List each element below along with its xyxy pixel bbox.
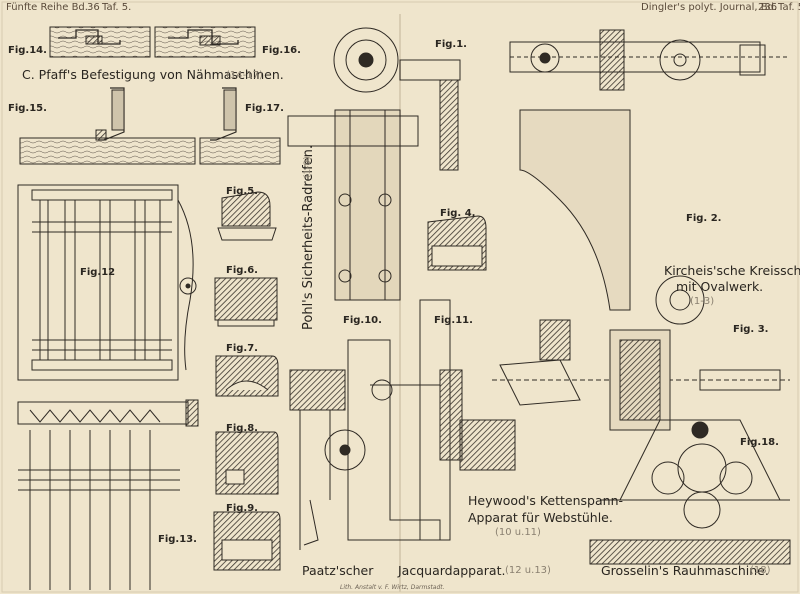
fig4-label: Fig. 4. [440, 208, 476, 219]
fig8-label: Fig.8. [226, 423, 258, 434]
fig18-label: Fig.18. [740, 437, 779, 448]
fig17-drawing [199, 87, 281, 165]
journal-label: Dingler's polyt. Journal, Bd. [641, 2, 778, 13]
grosselin-title: Grosselin's Rauhmaschine. [601, 563, 769, 578]
fig15-label: Fig.15. [8, 103, 47, 114]
fig6-drawing [214, 277, 278, 327]
fig15-drawing [19, 87, 196, 165]
fig6-label: Fig.6. [226, 265, 258, 276]
fig4-drawing [427, 215, 487, 271]
fig1-drawing [287, 27, 461, 301]
fig7-label: Fig.7. [226, 343, 258, 354]
fig10-drawing [289, 339, 441, 550]
fig3-drawing [492, 275, 790, 431]
kircheis-title-line2: mit Ovalwerk. [676, 279, 764, 294]
fig5-drawing [217, 191, 277, 241]
fig2-drawing [509, 29, 790, 311]
fig16-label: Fig.16. [262, 45, 301, 56]
fig8-drawing [215, 431, 279, 495]
series-label: Fünfte Reihe Bd. [6, 2, 88, 13]
jacquard-ref: (12 u.13) [505, 565, 551, 576]
fig14-label: Fig.14. [8, 45, 47, 56]
fig18-drawing [589, 419, 791, 565]
grosselin-ref: (18) [750, 565, 771, 576]
pohl-ref: (1-9) [303, 156, 313, 178]
fig2-label: Fig. 2. [686, 213, 722, 224]
heywood-ref: (10 u.11) [495, 527, 541, 538]
fig11-drawing [370, 299, 516, 541]
kircheis-title-line1: Kircheis'sche Kreisschere [664, 263, 800, 278]
fig10-label: Fig.10. [343, 315, 382, 326]
fig17-label: Fig.17. [245, 103, 284, 114]
fig13-label: Fig.13. [158, 534, 197, 545]
plate-right: Taf. 5 [778, 2, 800, 13]
paatz-title: Paatz'scher [302, 563, 374, 578]
fig5-label: Fig.5. [226, 186, 258, 197]
jacquard-title: Jacquardapparat. [398, 563, 506, 578]
pfaff-title: C. Pfaff's Befestigung von Nähmaschinen. [22, 67, 284, 82]
volume-right: 236 [758, 2, 778, 13]
pfaff-ref: (14-17) [226, 70, 263, 81]
fig12-label: Fig.12 [80, 267, 116, 278]
fig16-drawing [154, 26, 256, 58]
fig11-label: Fig.11. [434, 315, 473, 326]
fig12-drawing [17, 184, 197, 381]
fig14-drawing [49, 26, 151, 58]
fig1-label: Fig.1. [435, 39, 467, 50]
kircheis-ref: (1-3) [690, 296, 715, 307]
heywood-title-line2: Apparat für Webstühle. [468, 510, 613, 525]
fig13-drawing [17, 399, 199, 590]
heywood-title-line1: Heywood's Kettenspann- [468, 493, 624, 508]
fig3-label: Fig. 3. [733, 324, 769, 335]
lithography-imprint: Lith. Anstalt v. F. Wirtz, Darmstadt. [340, 584, 445, 591]
plate-left: Taf. 5. [102, 2, 132, 13]
fig9-drawing [213, 511, 281, 571]
volume-left: 36 [87, 2, 100, 13]
fig7-drawing [215, 355, 279, 397]
fig9-label: Fig.9. [226, 503, 258, 514]
